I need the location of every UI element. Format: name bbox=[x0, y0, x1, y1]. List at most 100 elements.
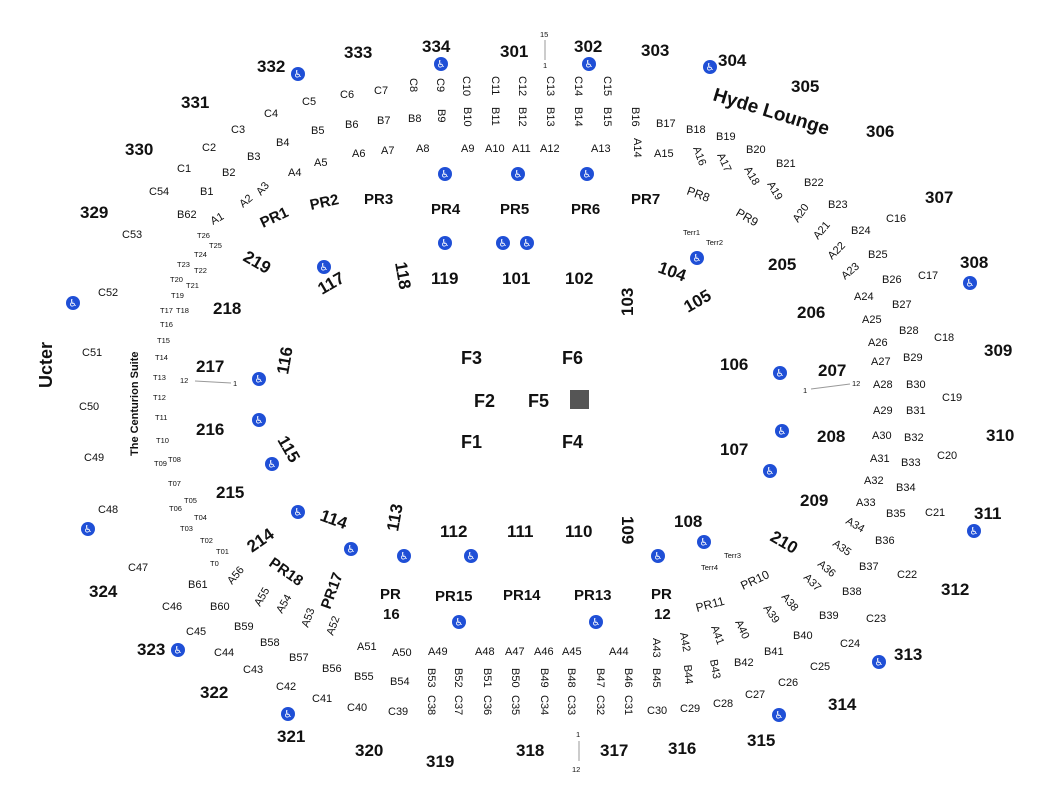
row-b8[interactable]: B8 bbox=[408, 113, 421, 125]
row-t04[interactable]: T04 bbox=[194, 513, 207, 522]
row-c10[interactable]: C10 bbox=[460, 76, 472, 96]
row-c27[interactable]: C27 bbox=[745, 689, 765, 701]
row-c25[interactable]: C25 bbox=[810, 661, 830, 673]
row-a34[interactable]: A34 bbox=[844, 515, 867, 535]
section-330[interactable]: 330 bbox=[125, 140, 153, 159]
row-a28[interactable]: A28 bbox=[873, 379, 893, 391]
row-b25[interactable]: B25 bbox=[868, 249, 888, 261]
row-a55[interactable]: A55 bbox=[252, 586, 272, 609]
row-b3[interactable]: B3 bbox=[247, 151, 260, 163]
box-pr9[interactable]: PR9 bbox=[734, 205, 761, 229]
row-c37[interactable]: C37 bbox=[452, 695, 464, 715]
section-102[interactable]: 102 bbox=[565, 269, 593, 288]
row-b54[interactable]: B54 bbox=[390, 676, 410, 688]
terrace-4[interactable]: Terr4 bbox=[701, 563, 718, 572]
row-t20[interactable]: T20 bbox=[170, 275, 183, 284]
row-t11[interactable]: T11 bbox=[155, 413, 167, 422]
row-a33[interactable]: A33 bbox=[856, 497, 876, 509]
row-a19[interactable]: A19 bbox=[764, 180, 784, 203]
row-b16[interactable]: B16 bbox=[629, 107, 641, 127]
row-a15[interactable]: A15 bbox=[654, 148, 674, 160]
section-334[interactable]: 334 bbox=[422, 37, 451, 56]
box-pr7[interactable]: PR7 bbox=[631, 191, 660, 208]
row-a29[interactable]: A29 bbox=[873, 405, 893, 417]
row-b13[interactable]: B13 bbox=[544, 107, 556, 127]
row-b44[interactable]: B44 bbox=[681, 664, 695, 685]
row-a50[interactable]: A50 bbox=[392, 647, 412, 659]
section-314[interactable]: 314 bbox=[828, 695, 857, 714]
section-308[interactable]: 308 bbox=[960, 253, 988, 272]
row-c26[interactable]: C26 bbox=[778, 677, 798, 689]
section-f4[interactable]: F4 bbox=[562, 432, 583, 452]
row-c50[interactable]: C50 bbox=[79, 401, 99, 413]
section-310[interactable]: 310 bbox=[986, 426, 1014, 445]
row-a32[interactable]: A32 bbox=[864, 475, 884, 487]
section-101[interactable]: 101 bbox=[502, 269, 530, 288]
row-t01[interactable]: T01 bbox=[216, 547, 229, 556]
row-b30[interactable]: B30 bbox=[906, 379, 926, 391]
row-a10[interactable]: A10 bbox=[485, 143, 505, 155]
box-pr16-line2[interactable]: 16 bbox=[383, 606, 400, 623]
section-f3[interactable]: F3 bbox=[461, 348, 482, 368]
row-c14[interactable]: C14 bbox=[572, 76, 584, 96]
section-317[interactable]: 317 bbox=[600, 741, 628, 760]
row-b56[interactable]: B56 bbox=[322, 663, 342, 675]
section-209[interactable]: 209 bbox=[800, 491, 828, 510]
row-a14[interactable]: A14 bbox=[631, 138, 643, 158]
section-207[interactable]: 207 bbox=[818, 361, 846, 380]
section-321[interactable]: 321 bbox=[277, 727, 305, 746]
row-b53[interactable]: B53 bbox=[425, 668, 437, 688]
row-a47[interactable]: A47 bbox=[505, 646, 525, 658]
row-a18[interactable]: A18 bbox=[741, 165, 761, 188]
section-f5[interactable]: F5 bbox=[528, 391, 549, 411]
section-324[interactable]: 324 bbox=[89, 582, 118, 601]
box-pr12-line2[interactable]: 12 bbox=[654, 606, 671, 623]
row-b39[interactable]: B39 bbox=[819, 610, 839, 622]
row-c49[interactable]: C49 bbox=[84, 452, 104, 464]
box-pr4[interactable]: PR4 bbox=[431, 201, 461, 218]
row-b62[interactable]: B62 bbox=[177, 209, 197, 221]
row-a3[interactable]: A3 bbox=[254, 180, 272, 198]
row-b55[interactable]: B55 bbox=[354, 671, 374, 683]
row-a49[interactable]: A49 bbox=[428, 646, 448, 658]
row-b37[interactable]: B37 bbox=[859, 561, 879, 573]
section-116[interactable]: 116 bbox=[273, 345, 296, 375]
row-a41[interactable]: A41 bbox=[708, 624, 726, 647]
section-315[interactable]: 315 bbox=[747, 731, 775, 750]
row-c45[interactable]: C45 bbox=[186, 626, 206, 638]
row-a8[interactable]: A8 bbox=[416, 143, 429, 155]
box-pr11[interactable]: PR11 bbox=[694, 594, 726, 615]
box-pr13[interactable]: PR13 bbox=[574, 587, 612, 604]
section-208[interactable]: 208 bbox=[817, 427, 845, 446]
box-pr12-line1[interactable]: PR bbox=[651, 586, 672, 603]
section-309[interactable]: 309 bbox=[984, 341, 1012, 360]
terrace-3[interactable]: Terr3 bbox=[724, 551, 741, 560]
row-c22[interactable]: C22 bbox=[897, 569, 917, 581]
row-t26[interactable]: T26 bbox=[197, 231, 210, 240]
row-c17[interactable]: C17 bbox=[918, 270, 938, 282]
row-a35[interactable]: A35 bbox=[830, 538, 853, 559]
row-c9[interactable]: C9 bbox=[434, 78, 446, 92]
row-t12[interactable]: T12 bbox=[153, 393, 166, 402]
row-a37[interactable]: A37 bbox=[801, 572, 823, 594]
row-c32[interactable]: C32 bbox=[594, 695, 606, 715]
section-301[interactable]: 301 bbox=[500, 42, 528, 61]
row-c23[interactable]: C23 bbox=[866, 613, 886, 625]
row-c13[interactable]: C13 bbox=[544, 76, 556, 96]
section-304[interactable]: 304 bbox=[718, 51, 747, 70]
section-218[interactable]: 218 bbox=[213, 299, 241, 318]
box-pr3[interactable]: PR3 bbox=[364, 191, 393, 208]
section-303[interactable]: 303 bbox=[641, 41, 669, 60]
section-331[interactable]: 331 bbox=[181, 93, 209, 112]
section-113[interactable]: 113 bbox=[383, 502, 406, 532]
row-b2[interactable]: B2 bbox=[222, 167, 235, 179]
row-t09[interactable]: T09 bbox=[154, 459, 167, 468]
row-b29[interactable]: B29 bbox=[903, 352, 923, 364]
row-a17[interactable]: A17 bbox=[714, 151, 733, 174]
section-f6[interactable]: F6 bbox=[562, 348, 583, 368]
row-b26[interactable]: B26 bbox=[882, 274, 902, 286]
row-b51[interactable]: B51 bbox=[481, 668, 493, 688]
row-c7[interactable]: C7 bbox=[374, 85, 388, 97]
row-c42[interactable]: C42 bbox=[276, 681, 296, 693]
row-a7[interactable]: A7 bbox=[381, 145, 394, 157]
